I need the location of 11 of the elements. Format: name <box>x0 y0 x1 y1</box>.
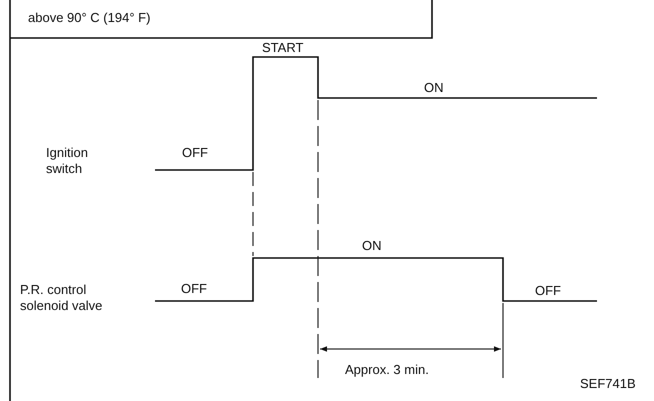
state-label: ON <box>424 80 444 96</box>
duration-label: Approx. 3 min. <box>345 362 429 378</box>
figure-code: SEF741B <box>580 376 636 392</box>
condition-note: above 90° C (194° F) <box>28 10 150 26</box>
state-label: START <box>262 40 304 56</box>
signal-name: Ignition switch <box>46 145 89 177</box>
state-label: ON <box>362 238 382 254</box>
state-label: OFF <box>535 283 561 299</box>
state-label: OFF <box>181 281 207 297</box>
state-label: OFF <box>182 145 208 161</box>
signal-name: P.R. control solenoid valve <box>20 282 104 314</box>
